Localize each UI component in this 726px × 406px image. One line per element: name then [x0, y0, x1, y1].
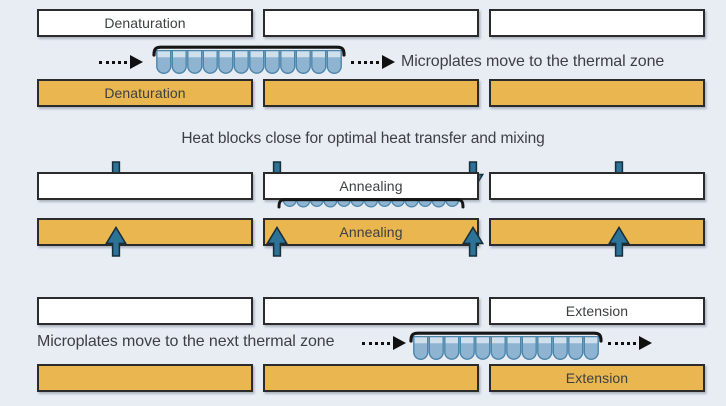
- white-block-r2c1: [37, 172, 253, 200]
- arrowhead-icon: [382, 55, 395, 69]
- dotted-line: [99, 60, 127, 64]
- caption-heat-blocks-close: Heat blocks close for optimal heat trans…: [181, 130, 545, 147]
- heat-block-r3c2: [263, 364, 479, 392]
- microplate-icon: [151, 43, 347, 76]
- arrowhead-icon: [639, 336, 652, 350]
- up-arrow-icon: [266, 226, 288, 257]
- heat-block-r1c1: Denaturation: [37, 79, 253, 107]
- heat-block-r3c3: Extension: [489, 364, 705, 392]
- white-block-r2c3: [489, 172, 705, 200]
- microplate-compressed-svg: [277, 198, 465, 209]
- heat-block-r2c3: [489, 218, 705, 246]
- heat-block-r1c3: [489, 79, 705, 107]
- zone-label: Denaturation: [104, 15, 186, 31]
- zone-label: Annealing: [339, 224, 403, 240]
- zone-label: Extension: [565, 370, 629, 386]
- up-arrow-icon: [105, 226, 127, 257]
- white-block-r3c2: [263, 297, 479, 325]
- dotted-arrow-icon: [351, 55, 395, 69]
- white-block-r3c3: Extension: [489, 297, 705, 325]
- up-arrow-icon: [608, 226, 630, 257]
- up-arrow-icon: [462, 226, 484, 257]
- heat-block-r2c2: Annealing: [263, 218, 479, 246]
- microplate-svg: [409, 331, 603, 360]
- dotted-arrow-icon: [362, 336, 406, 350]
- caption-move-to-thermal-zone: Microplates move to the thermal zone: [401, 53, 665, 70]
- dotted-line: [608, 341, 636, 345]
- heat-block-r2c1: [37, 218, 253, 246]
- dotted-arrow-icon: [608, 336, 652, 350]
- microplate-icon: [408, 329, 604, 362]
- white-block-r2c2: Annealing: [263, 172, 479, 200]
- dotted-line: [362, 341, 390, 345]
- microplate-svg: [152, 45, 346, 74]
- white-block-r3c1: [37, 297, 253, 325]
- white-block-r1c2: [263, 9, 479, 37]
- white-block-r1c1: Denaturation: [37, 9, 253, 37]
- heat-block-r3c1: [37, 364, 253, 392]
- microplate-compressed-icon: [276, 197, 466, 215]
- zone-label: Denaturation: [104, 85, 186, 101]
- dotted-line: [351, 60, 379, 64]
- dotted-arrow-icon: [99, 55, 143, 69]
- zone-label: Annealing: [339, 178, 403, 194]
- arrowhead-icon: [130, 55, 143, 69]
- caption-move-to-next-zone: Microplates move to the next thermal zon…: [37, 333, 335, 350]
- arrowhead-icon: [393, 336, 406, 350]
- white-block-r1c3: [489, 9, 705, 37]
- zone-label: Extension: [565, 303, 629, 319]
- heat-block-r1c2: [263, 79, 479, 107]
